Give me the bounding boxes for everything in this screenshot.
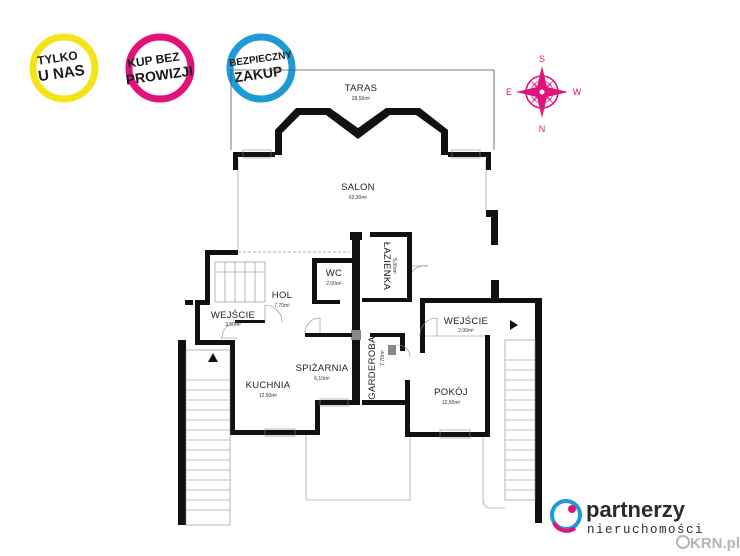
room-pokoj-name: POKÓJ xyxy=(434,387,468,398)
krn-watermark: KRN.pl xyxy=(676,535,740,552)
compass-east-label: E xyxy=(506,87,512,97)
room-spizarnia-area: 6,10m² xyxy=(314,376,330,382)
room-spizarnia-name: SPIŻARNIA xyxy=(296,363,349,374)
badge-tylko-u-nas: TYLKO U NAS xyxy=(29,33,99,103)
room-garderoba-area: 7,70m² xyxy=(380,350,386,366)
hol-stairs xyxy=(214,261,266,303)
room-wc-name: WC xyxy=(326,268,342,279)
compass-icon: S N E W xyxy=(506,54,582,134)
room-pokoj-area: 12,50m² xyxy=(442,400,461,406)
room-salon-area: 62,30m² xyxy=(349,195,368,201)
badge-bezpieczny-zakup: BEZPIECZNY ZAKUP xyxy=(226,33,296,103)
room-wejscie-right-area: 2,00m² xyxy=(458,328,474,334)
room-hol-name: HOL xyxy=(272,290,292,301)
compass-west-label: W xyxy=(573,87,582,97)
compass-north-label: N xyxy=(539,124,546,134)
brand-sub: nieruchomości xyxy=(587,523,704,537)
left-stairs xyxy=(178,340,231,526)
room-salon-name: SALON xyxy=(341,182,375,193)
badge-kup-bez-prowizji: KUP BEZ PROWIZJI xyxy=(125,33,195,103)
room-garderoba-name: GARDEROBA xyxy=(367,336,378,400)
watermark-text: KRN.pl xyxy=(690,535,740,552)
badge-ring xyxy=(125,33,195,103)
badge-line1: TYLKO xyxy=(36,48,78,68)
room-taras-name: TARAS xyxy=(345,83,377,94)
brand-logo: partnerzy nieruchomości xyxy=(550,497,704,537)
room-wejscie-left-area: 3,50m² xyxy=(225,322,241,328)
room-hol-area: 7,70m² xyxy=(274,303,290,309)
room-taras-area: 28,50m² xyxy=(352,96,371,102)
compass-south-label: S xyxy=(539,54,545,64)
badge-ring xyxy=(226,33,296,103)
room-lazienka-name: ŁAZIENKA xyxy=(381,242,392,291)
room-wejscie-right-name: WEJŚCIE xyxy=(444,315,488,327)
room-wejscie-left-name: WEJŚCIE xyxy=(211,309,255,321)
brand-name: partnerzy xyxy=(586,497,686,522)
right-stairs xyxy=(482,320,536,509)
room-kuchnia-area: 12,50m² xyxy=(259,393,278,399)
badge-ring xyxy=(29,33,99,103)
badge-line2: ZAKUP xyxy=(233,63,283,86)
floor-plan: TARAS 28,50m² SALON 62,30m² ŁAZIENKA 5,0… xyxy=(178,69,542,526)
room-kuchnia-name: KUCHNIA xyxy=(246,380,291,391)
room-lazienka-area: 5,00m² xyxy=(391,258,397,274)
room-wc-area: 2,00m² xyxy=(326,281,342,287)
badge-line2: U NAS xyxy=(37,62,86,85)
